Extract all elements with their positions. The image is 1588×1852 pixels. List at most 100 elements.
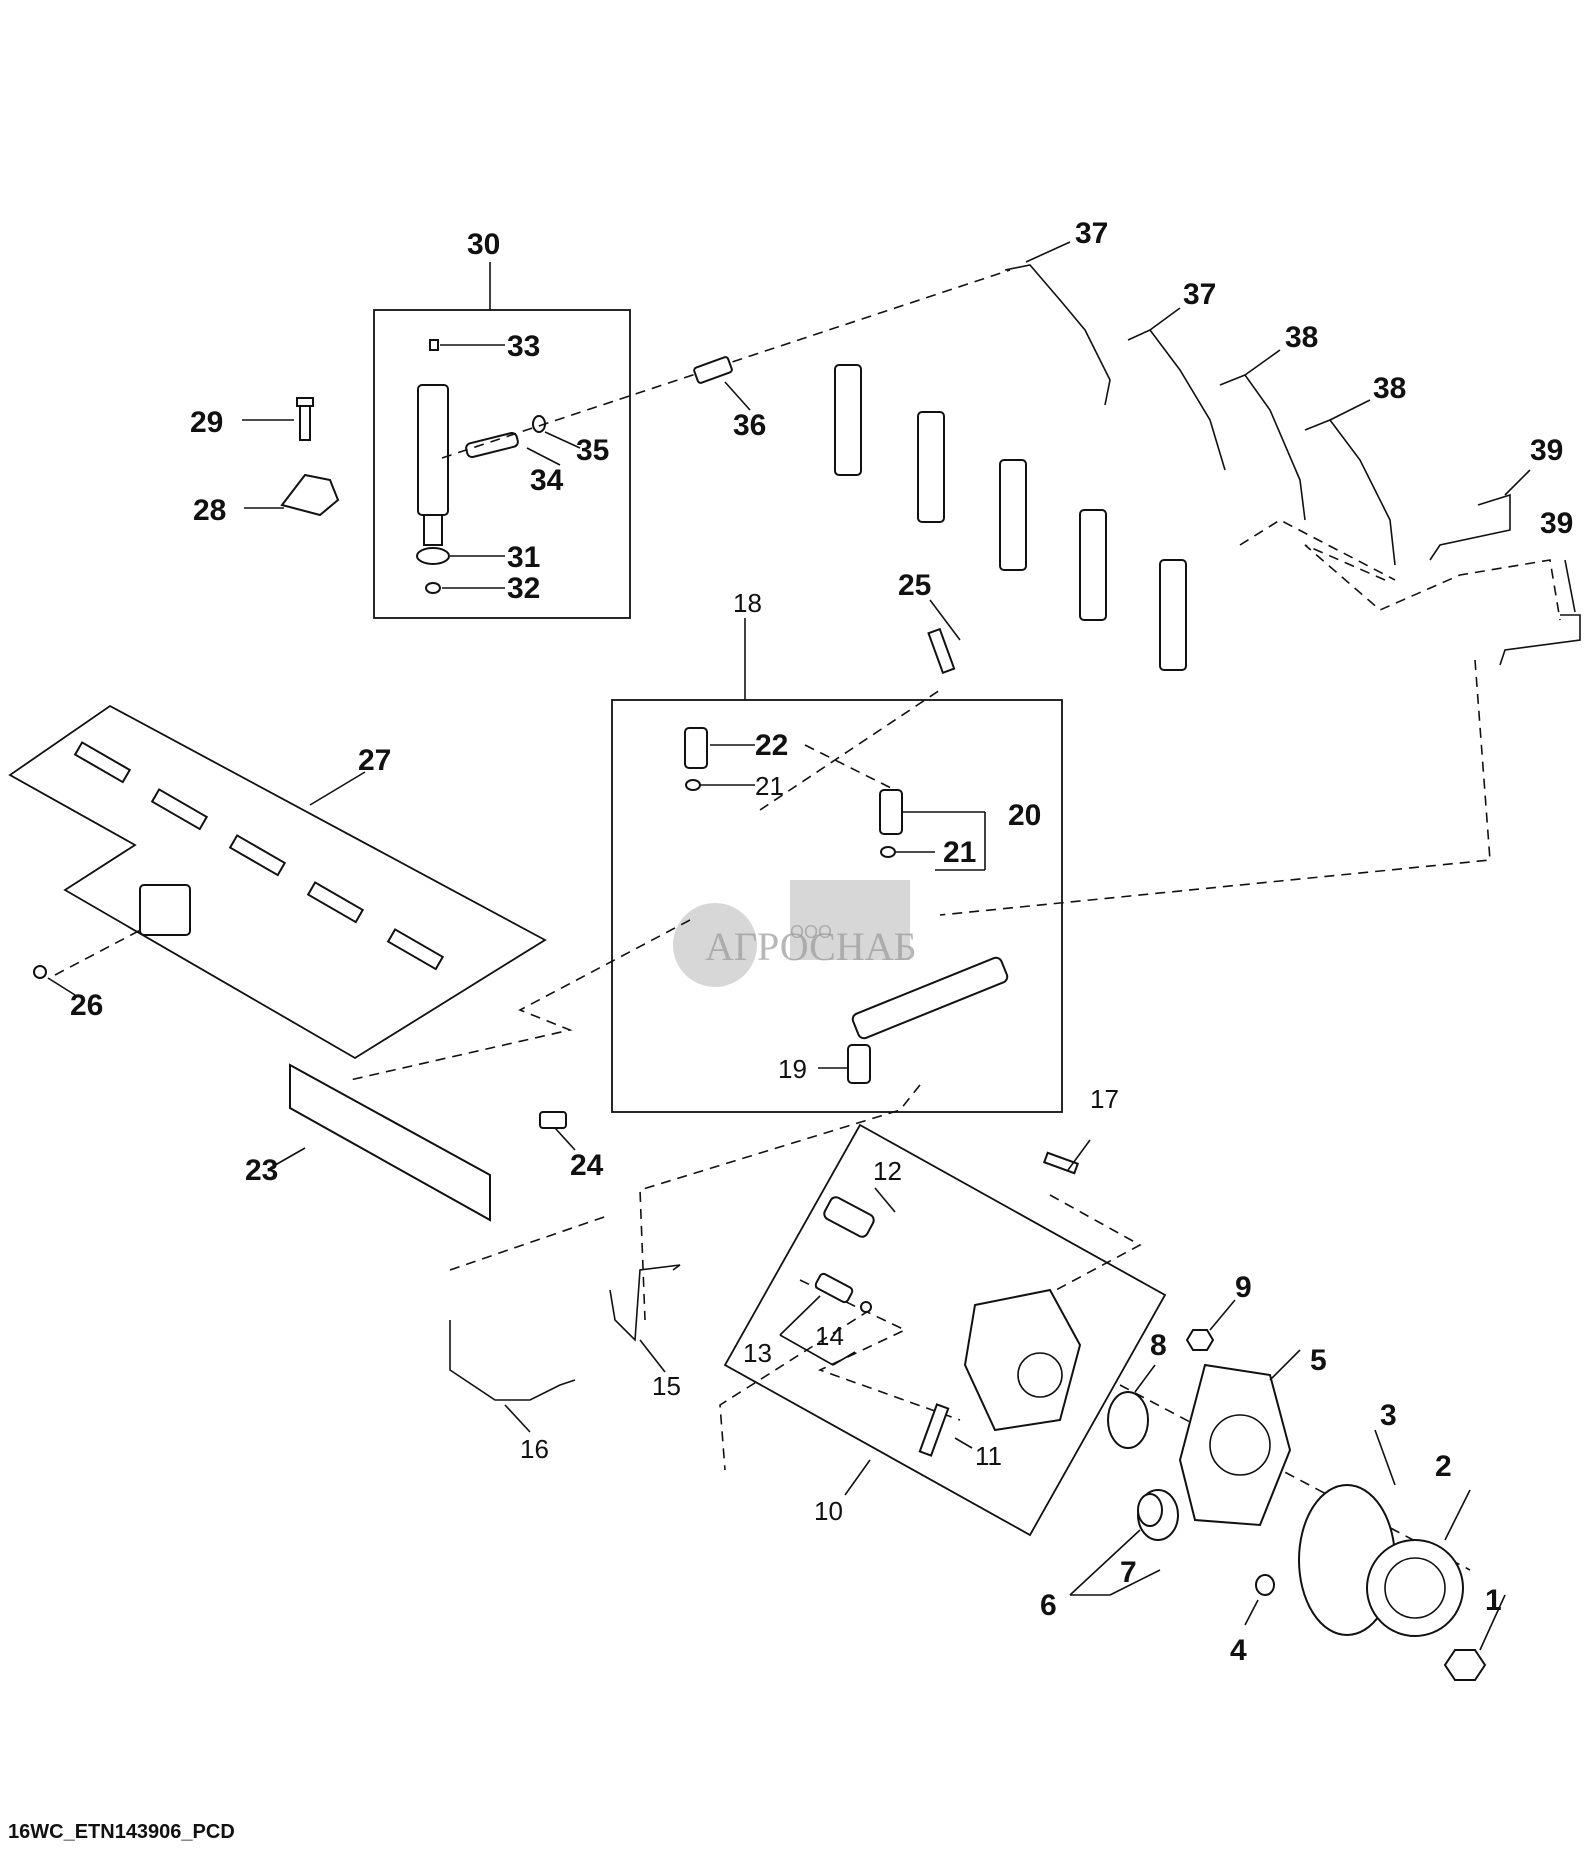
drive-gear-2 (1366, 1539, 1464, 1637)
callout-5: 5 (1310, 1344, 1327, 1377)
harness-clip-4 (306, 881, 365, 924)
callout-18: 18 (733, 588, 762, 618)
callout-16: 16 (520, 1434, 549, 1464)
callout-12: 12 (873, 1156, 902, 1186)
callout-3: 3 (1380, 1399, 1397, 1432)
pump-adapter-5 (1178, 1363, 1292, 1527)
watermark-gear-icon (673, 903, 757, 987)
callout-8: 8 (1150, 1329, 1167, 1362)
callout-4: 4 (1230, 1634, 1247, 1667)
washer-32 (425, 582, 441, 594)
o-ring-8 (1107, 1391, 1149, 1449)
bolt-29 (299, 401, 311, 441)
connector-block (139, 884, 191, 936)
injector-cap (429, 339, 439, 351)
fuel-metering-valve-12 (823, 1196, 875, 1238)
fuel-lines-low (449, 1264, 681, 1433)
callout-19: 19 (778, 1054, 807, 1084)
callout-9: 9 (1235, 1271, 1252, 1304)
seal-14 (860, 1301, 872, 1313)
fuel-rail (851, 956, 1009, 1040)
o-ring-4 (1255, 1574, 1275, 1596)
fitting-36 (693, 356, 751, 411)
callout-7: 7 (1120, 1556, 1137, 1589)
diagram-code: 16WC_ETN143906_PCD (8, 1821, 235, 1843)
callout-36: 36 (733, 409, 766, 442)
nut-9 (1185, 1329, 1215, 1351)
connector-tube (465, 431, 519, 459)
callout-23: 23 (245, 1154, 278, 1187)
callout-labels: 1 2 3 4 5 6 7 8 9 10 11 12 13 14 15 16 1… (70, 217, 1573, 1667)
high-pressure-pump (963, 1288, 1082, 1432)
screw-26 (33, 965, 47, 979)
callout-25: 25 (898, 569, 931, 602)
callout-17: 17 (1090, 1084, 1119, 1114)
o-ring-7 (1137, 1493, 1163, 1527)
seal-ring-31 (416, 547, 450, 565)
callout-37b: 37 (1183, 278, 1216, 311)
clamp-28 (280, 473, 340, 517)
sensor-13 (814, 1272, 854, 1304)
callout-37a: 37 (1075, 217, 1108, 250)
nut-1 (1443, 1649, 1487, 1681)
callout-1: 1 (1485, 1584, 1502, 1617)
o-ring-21a (685, 779, 701, 791)
harness-clip-3 (228, 834, 287, 877)
callout-34: 34 (530, 464, 564, 497)
callout-31: 31 (507, 541, 540, 574)
injector-3 (999, 459, 1027, 571)
fuel-injector (417, 384, 449, 516)
injector-4 (1079, 509, 1107, 621)
bolt-29-head (296, 397, 314, 407)
fuel-line-37b (1127, 329, 1226, 471)
harness-clips-group (8, 704, 547, 1060)
harness-clip-5 (386, 928, 445, 971)
callout-10: 10 (814, 1496, 843, 1526)
watermark: ООО АГРОСНАБ (673, 880, 917, 987)
cover-plate (289, 1063, 491, 1222)
watermark-combine-icon (790, 880, 910, 960)
watermark-name: АГРОСНАБ (705, 924, 917, 969)
fuel-line-38b (1304, 419, 1396, 566)
callout-28: 28 (193, 494, 226, 527)
o-ring-21b (880, 846, 896, 858)
pressure-limiter-22 (684, 727, 708, 769)
injector-assembly-group (373, 262, 1011, 619)
callout-13: 13 (743, 1338, 772, 1368)
cover-23 (269, 1063, 576, 1222)
callout-14: 14 (815, 1321, 844, 1351)
bolt-11 (918, 1403, 950, 1457)
callout-21a: 21 (755, 771, 784, 801)
callout-39a: 39 (1530, 434, 1563, 467)
clamp-and-bolt (242, 397, 340, 517)
pressure-sensor-19 (847, 1044, 871, 1084)
fuel-line-16 (449, 1320, 576, 1401)
fuel-lines (1004, 241, 1581, 666)
callout-39b: 39 (1540, 507, 1573, 540)
fuel-line-39b (1499, 614, 1581, 666)
callout-22: 22 (755, 729, 788, 762)
injector-1 (834, 364, 862, 476)
bolt-24 (539, 1111, 567, 1129)
callout-33: 33 (507, 330, 540, 363)
callout-11: 11 (975, 1441, 1002, 1471)
callout-20: 20 (1008, 799, 1041, 832)
drive-components (1069, 1299, 1506, 1681)
callout-15: 15 (652, 1371, 681, 1401)
callout-35: 35 (576, 434, 609, 467)
callout-24: 24 (570, 1149, 604, 1182)
callout-6: 6 (1040, 1589, 1057, 1622)
fuel-line-15 (609, 1264, 681, 1342)
fuel-line-39a (1429, 493, 1511, 561)
injector-5 (1159, 559, 1187, 671)
fuel-rail-group (611, 618, 1063, 1113)
harness-clip-2 (150, 788, 209, 831)
callout-21b: 21 (943, 836, 976, 869)
bolt-25 (927, 599, 961, 675)
pump-group (723, 1123, 1167, 1537)
injector-row (834, 364, 1187, 671)
callout-29: 29 (190, 406, 223, 439)
callout-27: 27 (358, 744, 391, 777)
watermark-prefix: ООО (790, 922, 832, 942)
